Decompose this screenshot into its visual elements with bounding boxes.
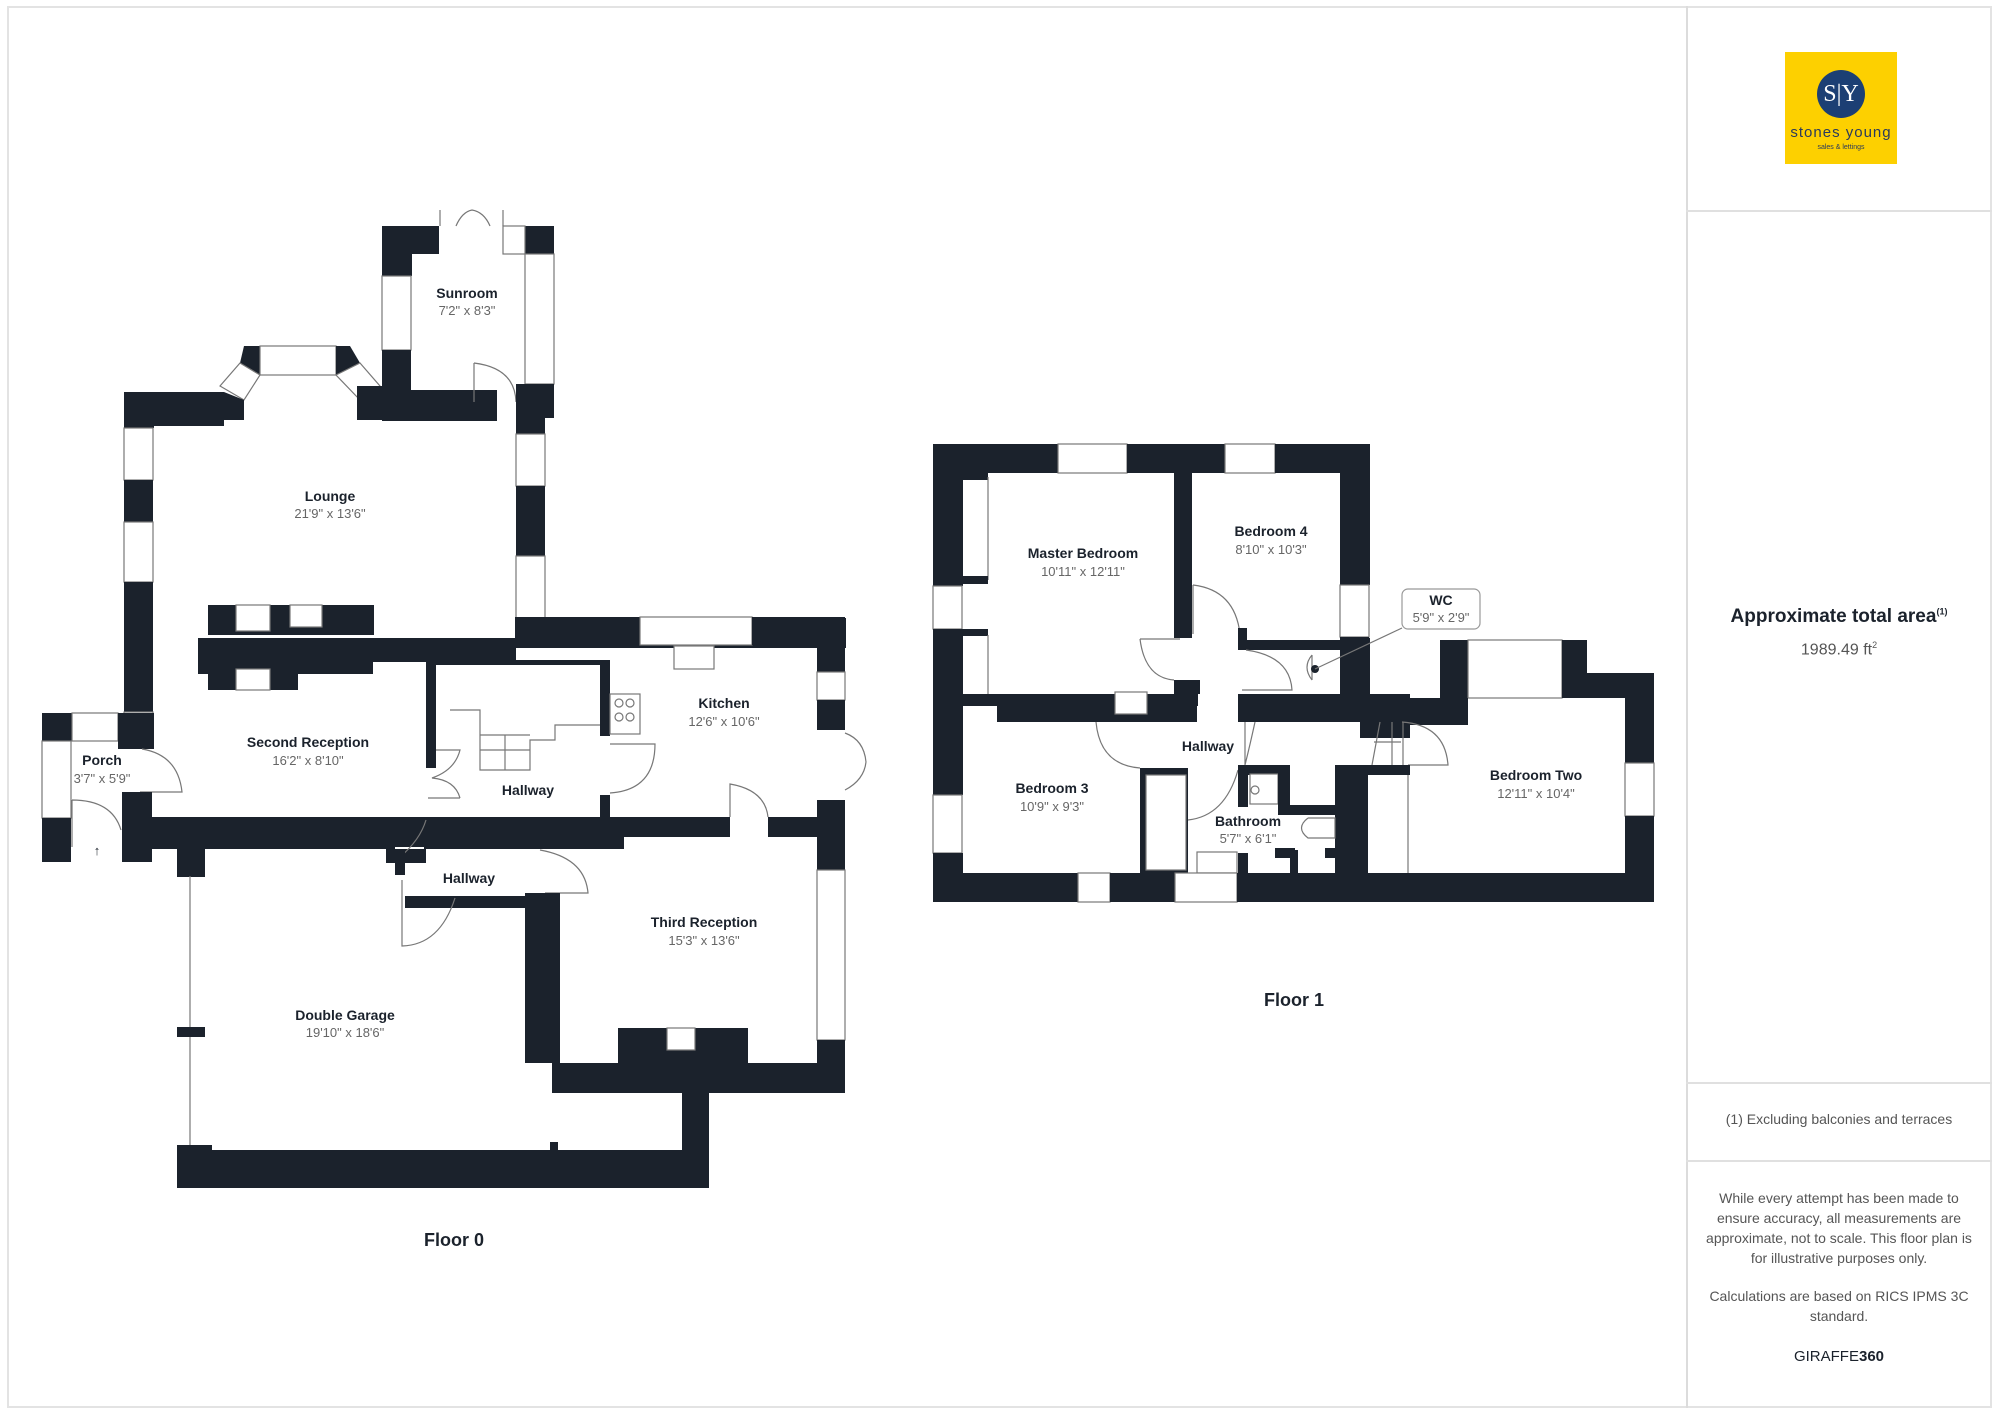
room-name: Third Reception bbox=[651, 914, 758, 930]
entrance-arrow-icon: ↑ bbox=[94, 843, 101, 858]
room-name: Lounge bbox=[305, 488, 356, 504]
room-dims: 10'9" x 9'3" bbox=[1020, 799, 1084, 814]
provider-prefix: GIRAFFE bbox=[1793, 1348, 1859, 1365]
floor-label: Floor 0 bbox=[424, 1230, 484, 1250]
room-dims: 8'10" x 10'3" bbox=[1235, 542, 1307, 557]
stones-young-logo: S|Y stones young sales & lettings bbox=[1785, 52, 1897, 164]
total-area-value: 1989.49 ft2 bbox=[1686, 640, 1992, 659]
room-dims: 19'10" x 18'6" bbox=[306, 1025, 385, 1040]
room-dims: 7'2" x 8'3" bbox=[439, 303, 496, 318]
room-dims: 21'9" x 13'6" bbox=[294, 506, 366, 521]
floor-0-plan: ↑ bbox=[41, 209, 867, 1188]
total-area-label: Approximate total area bbox=[1730, 606, 1937, 627]
room-name: Second Reception bbox=[247, 734, 369, 750]
room-dims: 12'11" x 10'4" bbox=[1497, 786, 1575, 801]
room-name: Double Garage bbox=[295, 1007, 395, 1023]
room-dims: 12'6" x 10'6" bbox=[688, 714, 760, 729]
room-name: Bathroom bbox=[1215, 813, 1281, 829]
room-dims: 3'7" x 5'9" bbox=[74, 771, 131, 786]
logo-monogram: S|Y bbox=[1817, 70, 1865, 118]
room-name: WC bbox=[1429, 592, 1452, 608]
wc-callout bbox=[1401, 588, 1481, 630]
area-unit-superscript: 2 bbox=[1872, 640, 1878, 650]
room-dims: 10'11" x 12'11" bbox=[1041, 564, 1125, 579]
room-name: Sunroom bbox=[436, 285, 497, 301]
page-frame bbox=[7, 6, 1992, 1408]
floor-1-plan bbox=[932, 443, 1655, 903]
room-name: Bedroom Two bbox=[1490, 767, 1582, 783]
logo-tagline: sales & lettings bbox=[1817, 144, 1865, 151]
room-name: Kitchen bbox=[698, 695, 749, 711]
footnote-text: (1) Excluding balconies and terraces bbox=[1725, 1111, 1953, 1127]
total-area-title: Approximate total area(1) bbox=[1686, 606, 1992, 628]
room-name: Hallway bbox=[1182, 738, 1234, 754]
divider bbox=[1686, 1160, 1992, 1162]
divider bbox=[1686, 1082, 1992, 1084]
footnote-mark: (1) bbox=[1936, 606, 1948, 617]
room-dims: 5'9" x 2'9" bbox=[1413, 610, 1470, 625]
room-name: Master Bedroom bbox=[1028, 545, 1138, 561]
floor-label: Floor 1 bbox=[1264, 990, 1324, 1010]
giraffe360-credit: GIRAFFE360 bbox=[1686, 1348, 1992, 1365]
area-value-text: 1989.49 ft bbox=[1800, 641, 1873, 659]
room-dims: 5'7" x 6'1" bbox=[1220, 831, 1277, 846]
room-name: Bedroom 3 bbox=[1015, 780, 1088, 796]
room-name: Porch bbox=[82, 752, 122, 768]
provider-suffix: 360 bbox=[1858, 1348, 1885, 1365]
disclaimer-text: While every attempt has been made to ens… bbox=[1706, 1190, 1972, 1266]
room-dims: 15'3" x 13'6" bbox=[668, 933, 740, 948]
room-name: Bedroom 4 bbox=[1234, 523, 1307, 539]
logo-brand-name: stones young bbox=[1790, 124, 1892, 141]
divider bbox=[1686, 210, 1992, 212]
info-panel bbox=[1686, 6, 1992, 1408]
hob-icon bbox=[609, 693, 641, 735]
room-name: Hallway bbox=[502, 782, 554, 798]
bathtub-icon bbox=[1145, 774, 1187, 871]
room-labels: Sunroom 7'2" x 8'3" Lounge 21'9" x 13'6"… bbox=[74, 285, 1583, 1250]
room-name: Hallway bbox=[443, 870, 495, 886]
room-dims: 16'2" x 8'10" bbox=[272, 753, 344, 768]
calculation-note: Calculations are based on RICS IPMS 3C s… bbox=[1709, 1288, 1969, 1324]
